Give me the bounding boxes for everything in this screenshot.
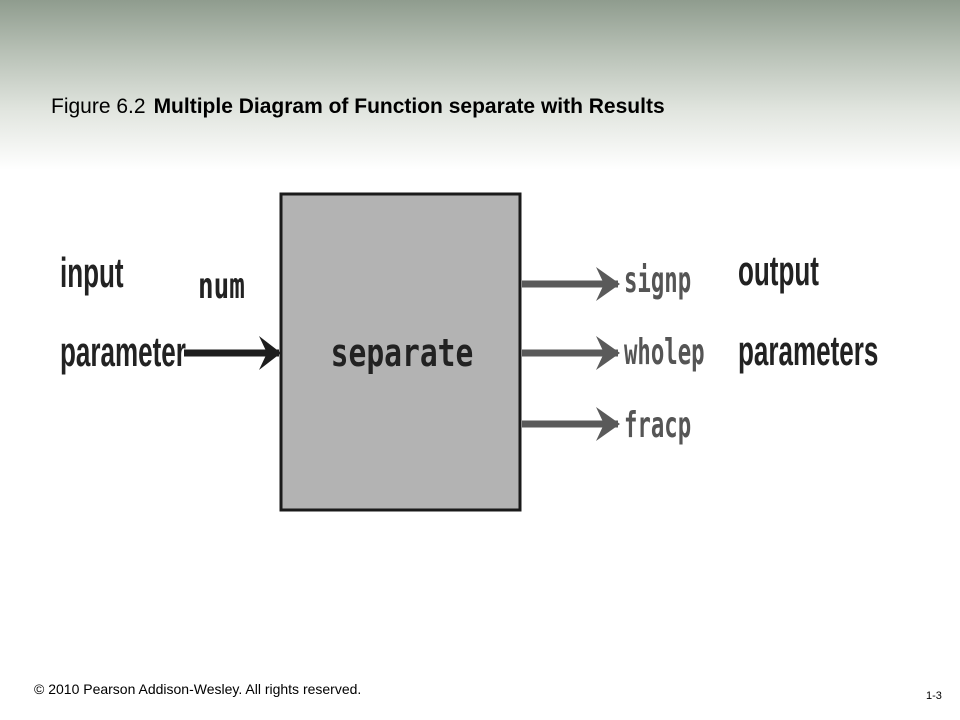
input-label-line2: parameter	[60, 329, 186, 376]
output-name-fracp: fracp	[624, 405, 691, 447]
page-number: 1-3	[926, 690, 942, 702]
output-name-signp: signp	[624, 260, 691, 302]
function-name: separate	[331, 331, 474, 376]
output-label-line1: output	[738, 248, 819, 295]
title-main: Multiple Diagram of Function separate wi…	[153, 95, 665, 118]
input-param-label: num	[198, 266, 245, 307]
output-label-line2: parameters	[738, 328, 878, 375]
title-prefix: Figure 6.2	[51, 95, 146, 118]
output-name-wholep: wholep	[624, 332, 705, 374]
footer-copyright: © 2010 Pearson Addison-Wesley. All right…	[34, 681, 362, 697]
slide-title: Figure 6.2 Multiple Diagram of Function s…	[51, 95, 665, 119]
input-label-line1: input	[60, 250, 124, 297]
header-band	[0, 0, 960, 170]
function-box	[279, 192, 522, 512]
